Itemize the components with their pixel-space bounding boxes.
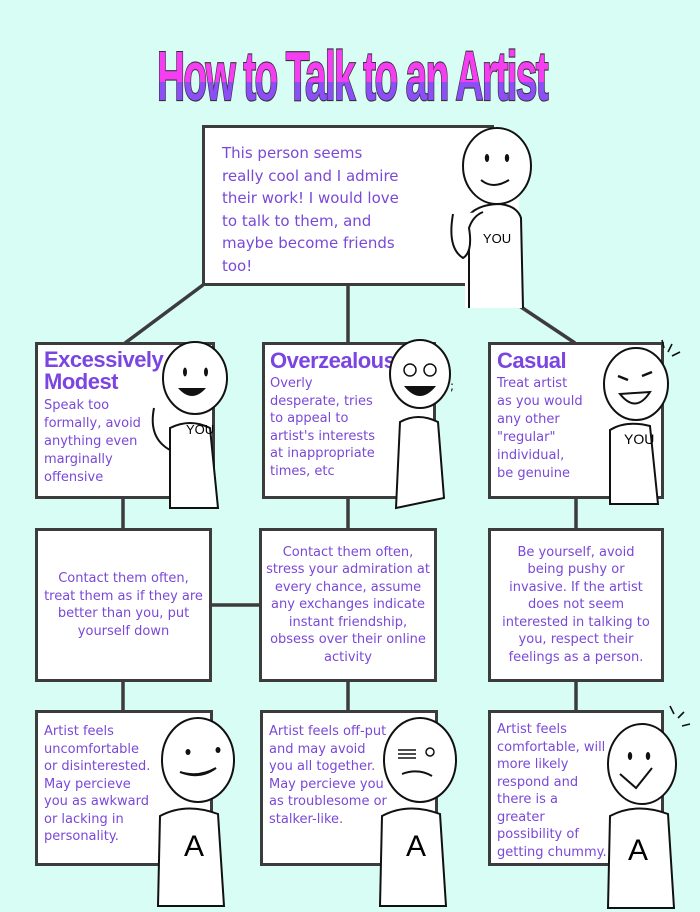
you-figure-nervous: YOU	[140, 338, 240, 512]
title-text: How to Talk to an Artist	[157, 37, 548, 115]
artist-shirt-label: A	[406, 830, 426, 863]
you-shirt-label: YOU	[624, 431, 654, 447]
connector-top-left	[123, 283, 205, 345]
artist-shirt-label: A	[628, 834, 648, 867]
approach-text-casual: Treat artist as you would any other "reg…	[497, 376, 583, 481]
outcome-text-casual: Artist feels comfortable, will more like…	[497, 722, 607, 860]
page-title: How to Talk to an Artist	[0, 2, 700, 120]
approach-text-modest: Speak too formally, avoid anything even …	[44, 398, 141, 485]
you-shirt-label: YOU	[186, 422, 214, 437]
top-box-text: This person seems really cool and I admi…	[222, 144, 399, 275]
you-figure-grinning: YOU	[596, 334, 696, 508]
heading-excessively-modest-line1: Excessively	[44, 347, 164, 372]
heading-excessively-modest-line2: Modest	[44, 369, 119, 394]
behavior-text-modest: Contact them often, treat them as if the…	[44, 571, 203, 639]
artist-figure-uncomfortable: A	[150, 706, 250, 910]
artist-figure-comfortable: A	[600, 700, 700, 912]
you-shirt-label: YOU	[483, 231, 511, 246]
artist-figure-off-put: A	[372, 706, 472, 910]
behavior-text-overzealous: Contact them often, stress your admirati…	[266, 544, 430, 665]
behavior-box-overzealous: Contact them often, stress your admirati…	[259, 528, 437, 682]
heading-casual: Casual	[497, 348, 567, 373]
outcome-text-overzealous: Artist feels off-put and may avoid you a…	[269, 724, 387, 827]
approach-text-overzealous: Overly desperate, tries to appeal to art…	[270, 376, 376, 479]
svg-text:;: ;	[450, 379, 454, 393]
behavior-text-casual: Be yourself, avoid being pushy or invasi…	[502, 544, 650, 665]
heading-overzealous: Overzealous	[270, 348, 396, 373]
outcome-text-modest: Artist feels uncomfortable or disinteres…	[44, 724, 151, 844]
behavior-box-casual: Be yourself, avoid being pushy or invasi…	[488, 528, 664, 682]
you-figure-excited: ;	[378, 338, 468, 512]
behavior-box-modest: Contact them often, treat them as if the…	[35, 528, 212, 682]
you-figure-thinking: YOU	[445, 118, 555, 312]
artist-shirt-label: A	[184, 830, 204, 863]
